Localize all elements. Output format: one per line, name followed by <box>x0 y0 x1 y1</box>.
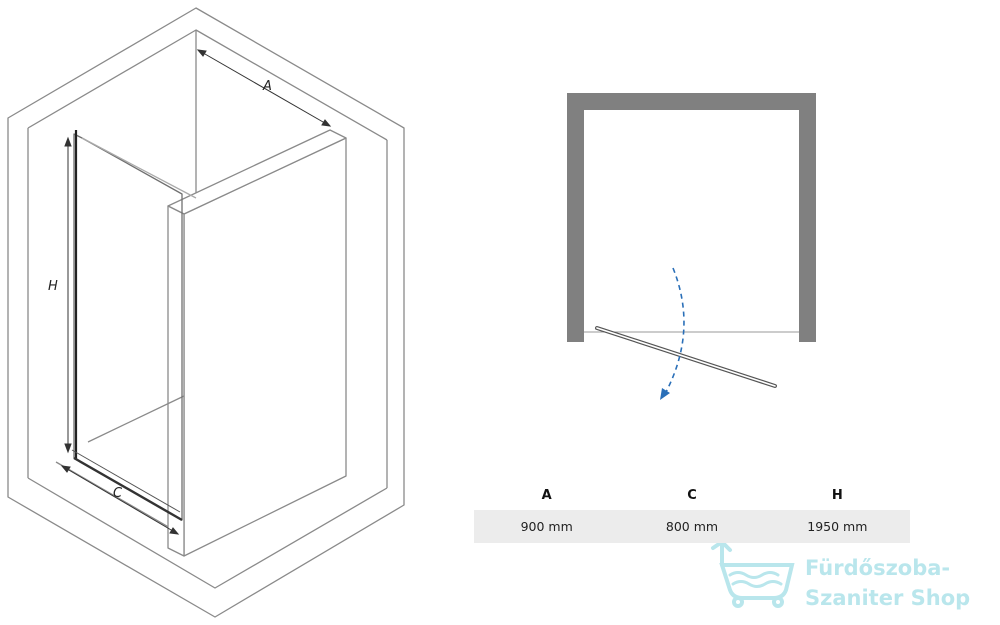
iso-label-h: H <box>48 279 58 294</box>
tray-front <box>71 449 181 513</box>
dimension-table: A C H 900 mm 800 mm 1950 mm <box>474 482 910 543</box>
dimension-table-values: 900 mm 800 mm 1950 mm <box>474 510 910 543</box>
plan-wall-right <box>799 93 816 342</box>
iso-label-a: A <box>262 79 272 94</box>
isometric-view <box>7 7 405 618</box>
front-wall-side <box>167 205 185 557</box>
header-c: C <box>687 487 697 503</box>
swing-arrowhead-icon <box>660 388 670 400</box>
dim-c-arrow-end <box>169 527 180 535</box>
dim-a-line <box>197 49 331 127</box>
header-a: A <box>541 487 552 503</box>
dim-c-line <box>61 465 179 535</box>
watermark-line1: Fürdőszoba- <box>805 556 951 580</box>
plan-wall-left <box>567 93 584 342</box>
watermark-line2: Szaniter Shop <box>805 586 971 610</box>
glass-top-rail <box>81 137 197 199</box>
dimension-table-header: A C H <box>474 482 910 508</box>
value-a: 900 mm <box>520 519 573 534</box>
swing-arrow-icon <box>665 267 685 393</box>
floor-inner-edge <box>55 461 185 537</box>
plan-view <box>567 93 816 400</box>
tray-back-line <box>87 395 185 443</box>
value-c: 800 mm <box>665 519 719 534</box>
dim-a-arrow-start <box>196 49 207 57</box>
iso-dimension-lines <box>60 49 332 535</box>
iso-label-c: C <box>113 486 123 501</box>
door-bottom-profile <box>73 456 183 522</box>
value-h: 1950 mm <box>807 519 868 534</box>
plan-glass-door-inner <box>596 327 776 387</box>
dim-h-arrow-top <box>64 136 72 147</box>
bathtub-logo-icon <box>711 539 795 608</box>
dim-h-arrow-bottom <box>64 443 72 454</box>
dim-a-arrow-end <box>321 119 332 127</box>
floor-front-edge <box>27 477 388 589</box>
plan-wall-top <box>567 93 816 110</box>
header-h: H <box>831 487 843 503</box>
dim-c-arrow-start <box>60 465 71 473</box>
watermark-text: Fürdőszoba- Szaniter Shop <box>805 553 970 613</box>
